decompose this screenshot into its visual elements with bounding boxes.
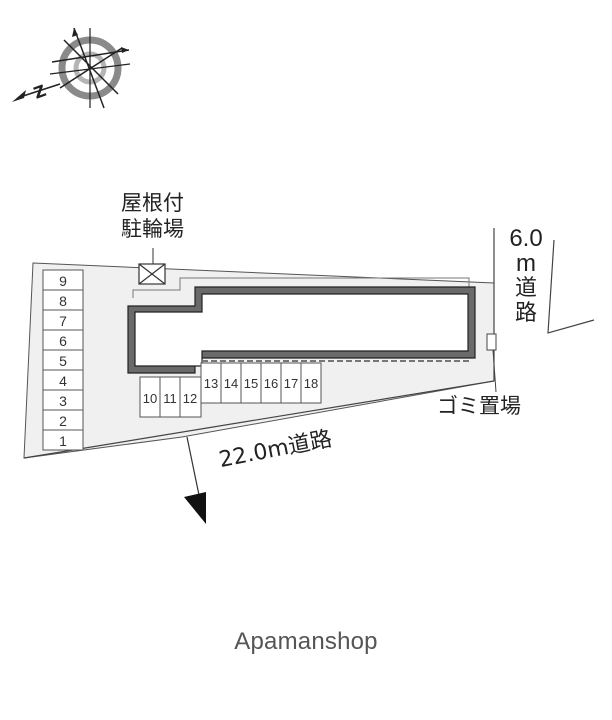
parking-space-14: 14 [224,376,238,391]
parking-bottom-b-group: 13 14 15 16 17 18 [200,362,322,404]
svg-text:Z: Z [31,81,48,103]
parking-space-12: 12 [183,391,197,406]
parking-space-3: 3 [59,393,67,409]
compass-north-icon: Z [12,27,131,109]
parking-space-13: 13 [204,376,218,391]
parking-space-17: 17 [284,376,298,391]
parking-space-7: 7 [59,313,67,329]
parking-space-10: 10 [143,391,157,406]
parking-space-5: 5 [59,353,67,369]
entrance-arrow-icon [184,492,206,524]
east-road-char1: 道 [514,276,537,301]
east-road-label: 6.0 m 道 路 [506,226,546,326]
building [127,286,476,374]
parking-space-9: 9 [59,273,67,289]
parking-space-4: 4 [59,373,67,389]
parking-space-6: 6 [59,333,67,349]
parking-space-11: 11 [163,391,177,406]
parking-space-15: 15 [244,376,258,391]
east-road-char2: 路 [514,301,537,326]
garbage-area-icon [486,333,497,351]
brand-logo-text: Apamanshop [234,628,378,655]
east-road-width: 6.0 [509,225,543,252]
parking-space-1: 1 [59,433,67,449]
parking-bottom-a-group: 10 11 12 [139,376,202,418]
parking-space-2: 2 [59,413,67,429]
garbage-label: ゴミ置場 [437,394,521,418]
bike-parking-label: 屋根付 駐輪場 [121,190,184,242]
bike-parking-label-line1: 屋根付 [121,191,184,215]
bike-parking-label-line2: 駐輪場 [121,217,184,241]
east-road-unit: m [516,250,536,277]
parking-space-8: 8 [59,293,67,309]
parking-space-18: 18 [304,376,318,391]
parking-space-16: 16 [264,376,278,391]
bike-parking-icon [138,248,166,285]
parking-left-group: 9 8 7 6 5 4 3 2 1 [42,269,84,451]
